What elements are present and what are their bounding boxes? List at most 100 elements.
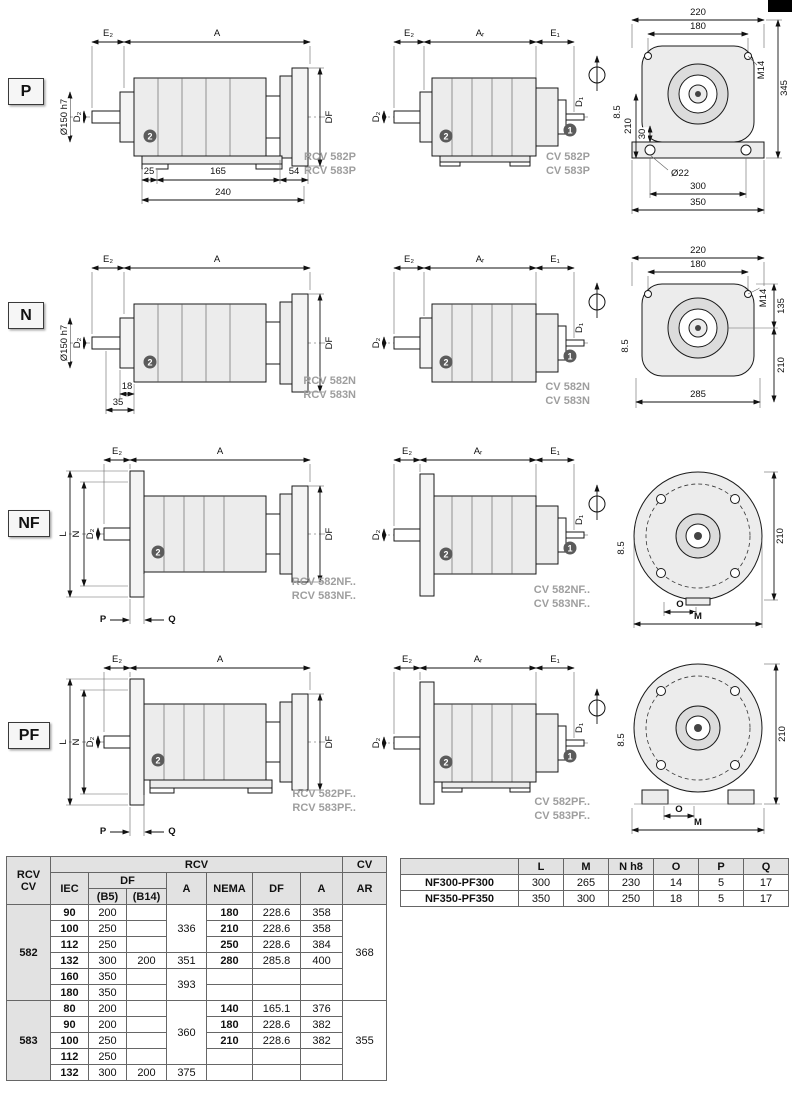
cell: 210 <box>206 1032 253 1049</box>
cell: 200 <box>88 904 127 921</box>
cell: 384 <box>299 936 344 953</box>
cell: 358 <box>299 920 344 937</box>
model-labels: RCV 582PF.. RCV 583PF.. <box>244 787 356 816</box>
shaft-badge-2: 2 <box>439 355 453 369</box>
dim-hole-diameter: Ø22 <box>670 168 690 180</box>
dim-width-total: 220 <box>689 7 707 19</box>
table-row: 582 90 200 336 180 228.6 358 368 <box>6 904 388 1001</box>
shaft-badge-2: 2 <box>439 129 453 143</box>
cell <box>126 936 167 953</box>
dim-d2: D₂ <box>371 110 383 124</box>
cell: 285.8 <box>252 952 301 969</box>
dim-m14: M14 <box>758 287 770 309</box>
dim-q: Q <box>167 826 177 838</box>
dim-o: O <box>675 599 685 611</box>
front-view-p: 220 180 M14 345 8.5 210 30 Ø22 300 350 <box>612 8 792 230</box>
dim-q: Q <box>167 614 177 626</box>
col-header-b5: (B5) <box>88 888 127 905</box>
cell: 250 <box>88 1032 127 1049</box>
dim-d2: D₂ <box>371 528 383 542</box>
dim-a: A <box>212 254 222 266</box>
cell: 80 <box>50 1000 89 1017</box>
front-view-pf: 8.5 210 O M <box>616 652 788 840</box>
dim-flange-l: L <box>58 530 70 538</box>
table-row: NF350-PF350 350 300 250 18 5 17 <box>400 890 789 907</box>
cell: 250 <box>88 936 127 953</box>
dim-m14: M14 <box>756 59 768 81</box>
corner-header: RCV CV <box>6 856 51 905</box>
dim-e1: E₁ <box>549 446 561 458</box>
dim-shaft-diameter: Ø150 h7 <box>59 97 71 137</box>
model-name: RCV 583PF.. <box>292 802 356 815</box>
dim-df: DF <box>324 109 336 125</box>
rcv-side-view-nf-svg <box>64 457 330 624</box>
cell: 160 <box>50 968 89 985</box>
model-labels: CV 582NF.. CV 583NF.. <box>478 583 590 612</box>
dim-210: 210 <box>776 356 788 374</box>
dim-210: 210 <box>777 725 789 743</box>
table-row: 180 350 <box>7 984 387 1001</box>
dim-8-5: 8.5 <box>616 732 628 748</box>
mounting-position-icon <box>586 53 608 98</box>
cell: 300 <box>88 952 127 969</box>
shaft-badge-2: 2 <box>439 755 453 769</box>
row-nf: NF E₂ A L N D₂ <box>0 430 792 636</box>
model-name: RCV 583P <box>304 165 356 178</box>
rcv-side-view-nf: E₂ A L N D₂ DF P Q 2 RCV 582NF.. RCV 583… <box>58 438 358 636</box>
cell <box>252 984 301 1001</box>
cell <box>252 1064 301 1081</box>
col-header-o: O <box>653 858 699 875</box>
shaft-badge-1: 1 <box>563 123 577 137</box>
dim-d1: D₁ <box>574 721 586 735</box>
dim-e1: E₁ <box>549 254 561 266</box>
cell: 180 <box>206 904 253 921</box>
cv-side-view-p: E₂ Aᵣ E₁ D₂ D₁ 2 1 CV 582P CV 583P <box>371 20 592 234</box>
rcv-group-header: RCV <box>49 856 344 873</box>
cell: 355 <box>342 1000 388 1081</box>
cell: 112 <box>50 936 89 953</box>
size-group-582: 582 <box>6 904 51 1001</box>
dim-m: M <box>693 817 703 829</box>
cell <box>299 984 344 1001</box>
dim-e1: E₁ <box>549 654 561 666</box>
cell: 250 <box>608 890 654 907</box>
dim-135: 135 <box>776 297 788 315</box>
cell: 350 <box>88 968 127 985</box>
mounting-position-icon <box>586 280 608 325</box>
rcv-side-view-n: E₂ A Ø150 h7 D₂ DF 18 35 2 RCV 582N RCV … <box>58 246 358 422</box>
dim-ar: Aᵣ <box>472 654 484 666</box>
cell: 350 <box>518 890 564 907</box>
front-view-pf-svg <box>631 663 780 834</box>
dim-a: A <box>212 28 222 40</box>
cell: 18 <box>653 890 699 907</box>
dim-d2: D₂ <box>72 336 84 350</box>
variant-letter: P <box>20 82 32 100</box>
dim-p: P <box>98 614 108 626</box>
main-dimension-table: RCV CV RCV CV IEC DF A NEMA DF A AR (B5)… <box>6 856 388 1081</box>
cell: 230 <box>608 874 654 891</box>
col-header-b14: (B14) <box>126 888 167 905</box>
dim-m: M <box>693 611 703 623</box>
dim-a: A <box>215 654 225 666</box>
shaft-badge-1: 1 <box>563 749 577 763</box>
cell: 17 <box>743 890 789 907</box>
cell <box>126 1048 167 1065</box>
dim-flange-n: N <box>71 737 83 747</box>
cell: 336 <box>166 904 207 953</box>
dim-df: DF <box>324 335 336 351</box>
dim-8-5: 8.5 <box>620 338 632 354</box>
dim-210: 210 <box>775 527 787 545</box>
dim-e2: E₂ <box>400 654 414 666</box>
cv-side-view-nf: E₂ Aᵣ E₁ D₂ D₁ 2 1 CV 582NF.. CV 583NF.. <box>371 438 592 636</box>
cell: 14 <box>653 874 699 891</box>
cell: 100 <box>50 1032 89 1049</box>
dim-e2: E₂ <box>402 254 416 266</box>
cell: 400 <box>299 952 344 969</box>
dim-width-total: 220 <box>689 245 707 257</box>
cv-side-view-p-svg <box>376 39 588 167</box>
dim-e2: E₂ <box>402 28 416 40</box>
rcv-side-view-p-svg <box>64 39 330 204</box>
rcv-side-view-pf: E₂ A L N D₂ DF P Q 2 RCV 582PF.. RCV 583… <box>58 646 358 850</box>
cell: 132 <box>50 1064 89 1081</box>
